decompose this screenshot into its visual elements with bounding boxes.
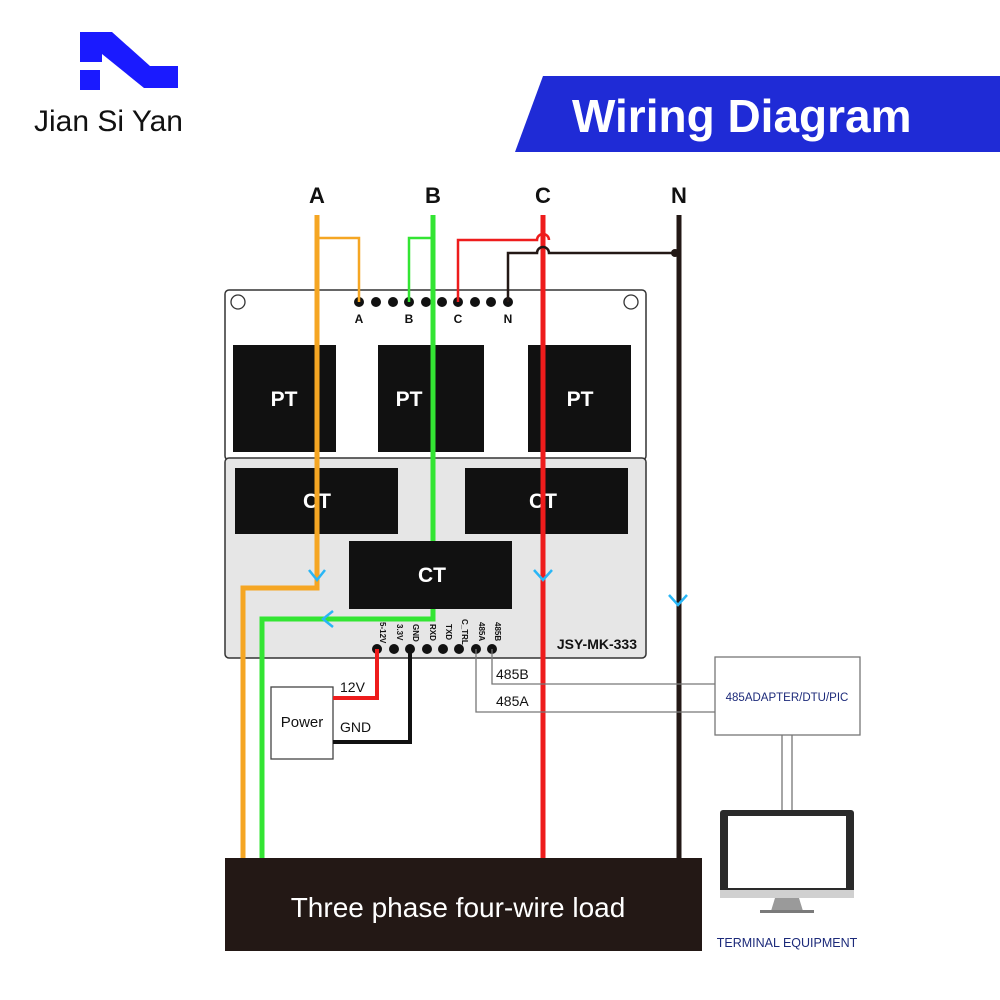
arrow-down-icon <box>308 569 326 583</box>
terminal-label-n: N <box>504 312 513 326</box>
terminal-pin <box>388 297 398 307</box>
banner-title: Wiring Diagram <box>572 90 912 142</box>
power-gnd-wire <box>333 649 412 744</box>
load-label: Three phase four-wire load <box>291 892 626 923</box>
pin-label-485b: 485B <box>493 622 502 641</box>
power-supply: Power 12V GND <box>270 649 412 760</box>
neutral-wire <box>506 215 682 858</box>
signal-pin <box>454 644 464 654</box>
adapter-label: 485ADAPTER/DTU/PIC <box>726 692 849 704</box>
rs485-a-line <box>475 649 715 713</box>
terminal-pin <box>486 297 496 307</box>
phase-label-a: A <box>309 183 325 208</box>
power-12v-label: 12V <box>340 679 366 695</box>
signal-pin <box>438 644 448 654</box>
arrow-down-icon <box>668 594 688 607</box>
rs485-a-label: 485A <box>496 693 529 709</box>
power-box <box>270 686 334 760</box>
pt-label-a: PT <box>271 388 298 411</box>
pin-label-3-3v: 3.3V <box>395 624 404 641</box>
load-box <box>225 858 702 951</box>
terminal-label-c: C <box>454 312 463 326</box>
phase-label-c: C <box>535 183 551 208</box>
ct-label-b: CT <box>418 564 446 587</box>
rs485-b-line <box>491 649 715 685</box>
banner-background <box>515 76 1000 152</box>
pin-label-gnd: GND <box>411 624 420 642</box>
signal-pin <box>422 644 432 654</box>
logo-mark <box>80 32 178 88</box>
pin-label-txd: TXD <box>444 624 453 640</box>
phase-a-wire <box>240 215 361 858</box>
terminal-label-a: A <box>355 312 364 326</box>
rs485-b-label: 485B <box>496 666 529 682</box>
terminal-label-b: B <box>405 312 414 326</box>
brand-name: Jian Si Yan <box>34 105 183 138</box>
terminal-pin <box>437 297 447 307</box>
rs485-bus <box>475 649 715 713</box>
signal-pin <box>389 644 399 654</box>
mount-hole-right <box>623 294 639 310</box>
terminal-label: TERMINAL EQUIPMENT <box>717 936 858 950</box>
power-label: Power <box>281 714 324 731</box>
phase-label-n: N <box>671 183 687 208</box>
pt-label-c: PT <box>567 388 594 411</box>
adapter-link <box>781 735 793 810</box>
ct-block-b <box>349 541 512 609</box>
brand-logo: Jian Si Yan <box>34 32 183 138</box>
arrow-left-icon <box>320 610 334 628</box>
load-block: Three phase four-wire load <box>225 858 702 951</box>
pin-label-rxd: RXD <box>428 624 437 641</box>
pin-label-c-trl: C_TRL <box>460 619 469 645</box>
phase-label-b: B <box>425 183 441 208</box>
power-12v-wire <box>333 649 379 700</box>
pin-label-485a: 485A <box>477 622 486 641</box>
mount-hole-left <box>230 294 246 310</box>
voltage-terminal-row <box>354 297 513 307</box>
phase-c-wire <box>456 215 551 858</box>
pt-label-b: PT <box>396 388 423 411</box>
logo-mark-base <box>80 70 100 90</box>
ct-block-c <box>465 468 628 534</box>
module-model: JSY-MK-333 <box>557 636 637 652</box>
monitor-icon <box>720 810 854 913</box>
adapter-box <box>714 656 861 736</box>
rs485-adapter: 485ADAPTER/DTU/PIC <box>714 656 861 736</box>
terminal-pin <box>470 297 480 307</box>
title-banner: Wiring Diagram <box>515 76 1000 152</box>
terminal-pin <box>371 297 381 307</box>
arrow-down-icon <box>533 569 553 582</box>
pin-label-5-12v: 5-12V <box>378 622 387 644</box>
power-gnd-label: GND <box>340 719 371 735</box>
current-arrows <box>308 569 688 628</box>
terminal-pin <box>421 297 431 307</box>
phase-b-wire <box>259 215 436 858</box>
